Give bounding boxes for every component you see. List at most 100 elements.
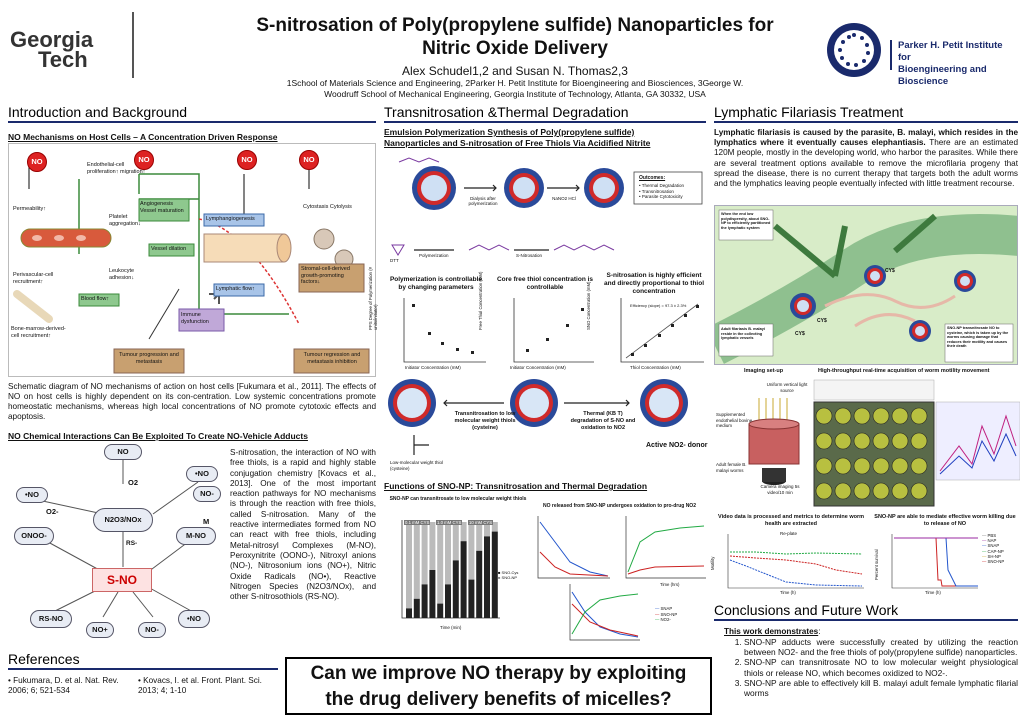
label-tumour-progression: Tumour progression and metastasis <box>119 352 179 365</box>
surv-legend-snonp: SNO-NP <box>987 559 1005 565</box>
plate-well <box>872 457 890 475</box>
illus-note-1: When the end low polydispersity, about S… <box>721 212 771 230</box>
synthesis-plots-svg <box>403 298 704 363</box>
label-cytostasis: Cytostasis Cytolysis <box>303 204 352 210</box>
bar-group-2: 1.0 mM CYS <box>436 520 463 525</box>
poster-title: S-nitrosation of Poly(propylene sulfide)… <box>200 14 830 60</box>
chem-node-no-rad-left: •NO <box>16 487 48 503</box>
bar-segment-np <box>476 522 483 551</box>
bar-segment-cys <box>452 560 459 618</box>
line-xlabel: Time (hrs) <box>660 582 680 587</box>
refs-heading: References <box>8 651 278 670</box>
petit-divider <box>890 40 892 70</box>
affiliations: 1School of Materials Science and Enginee… <box>200 78 830 100</box>
petit-institute-logo: Parker H. Petit Institute for Bioenginee… <box>822 20 1017 87</box>
bar-segment-cys <box>421 584 428 618</box>
bar-segment-np <box>460 522 467 542</box>
trans-subheading-1: Emulsion Polymerization Synthesis of Pol… <box>384 127 635 137</box>
concl-subheading: This work demonstrates <box>724 627 819 636</box>
cys-label-2: CY$ <box>817 318 827 324</box>
plate-well <box>891 482 909 500</box>
imaging-label-medium: Supplemented endothelial bovine medium <box>716 412 753 428</box>
bar-segment-cys <box>460 541 467 618</box>
thermal-label: Thermal (KB T) degradation of S-NO and o… <box>570 411 636 431</box>
bar-legend-1: SNO-Cys <box>501 570 519 575</box>
surv-legend-snap: SNAP <box>987 543 1000 549</box>
logo-divider <box>132 12 134 78</box>
chem-heading: NO Chemical Interactions Can Be Exploite… <box>8 431 308 441</box>
label-lymphatic-flow: Lymphatic flow↑ <box>216 286 255 292</box>
label-stromal: Stromal-cell-derived growth-promoting fa… <box>301 266 350 285</box>
no-mechanism-diagram: NO NO NO NO Endothelial-cell proliferati… <box>8 143 376 377</box>
bar-segment-cys <box>437 603 444 618</box>
chem-node-no-minus-top: NO- <box>193 486 221 502</box>
plate-well <box>891 432 909 450</box>
lymph-intro: Lymphatic filariasis is caused by the pa… <box>714 128 1018 189</box>
scheme-snitrosation: S-Nitrosation <box>516 253 543 258</box>
kill-caption: SNO-NP are able to mediate effective wor… <box>874 514 1016 527</box>
plate-well <box>834 432 852 450</box>
surv-legend-pbs: PBS <box>987 533 997 538</box>
chem-node-no-top: NO <box>104 444 142 460</box>
plate-well <box>891 407 909 425</box>
plot3-ylabel: SNO Concentration (mM) <box>586 281 591 330</box>
bar-segment-np <box>406 522 412 609</box>
plate-well <box>815 482 833 500</box>
ref-text-2: Kovacs, I. et al. Front. Plant. Sci. 201… <box>138 676 262 695</box>
chem-node-sno: S-NO <box>92 568 152 592</box>
plot3-caption: S-nitrosation is highly efficient and di… <box>603 272 705 295</box>
label-leukocyte: Leukocyte adhesion↓ <box>109 268 135 281</box>
outcomes-title: Outcomes: <box>639 175 666 181</box>
worm-plot1-ylabel: Motility <box>710 556 715 570</box>
efficiency-note: Efficiency (slope) = 97.3 ± 2.3% <box>630 303 687 308</box>
label-lymphangiogenesis: Lymphangiogenesis <box>206 216 255 222</box>
label-bone-marrow: Bone-marrow-derived-cell recruitment↑ <box>11 326 66 339</box>
concl-list: SNO-NP adducts were successfully created… <box>714 637 1018 698</box>
petit-text: Parker H. Petit Institute for Bioenginee… <box>898 40 1017 88</box>
imaging-label-worms: Adult female B. malayi worms <box>716 462 747 473</box>
concl-item-1: SNO-NP adducts were successfully created… <box>744 637 1018 657</box>
bar-xlabel: Time (min) <box>440 625 462 630</box>
imaging-label-camera: Camera imaging 5s video/10 min <box>760 484 800 495</box>
bar-segment-cys <box>406 608 412 618</box>
no-node-4: NO <box>299 150 319 170</box>
scheme-dialysis: Dialysis after polymerization <box>468 196 498 206</box>
scheme-dtt: DTT <box>390 258 399 263</box>
label-permeability: Permeability↑ <box>13 206 47 212</box>
chem-label-o2-minus: O2- <box>46 507 59 516</box>
plate-well <box>891 457 909 475</box>
chem-node-rs-no: RS-NO <box>30 610 72 628</box>
chem-node-n2o3: N2O3/NOx <box>93 508 153 532</box>
bar-segment-cys <box>413 598 420 618</box>
affil-line1: 1School of Materials Science and Enginee… <box>286 78 744 88</box>
plate-well <box>834 407 852 425</box>
label-perivascular: Perivascular-cell recruitment↑ <box>13 272 54 285</box>
no-node-3: NO <box>237 150 257 170</box>
imaging-label-light: Uniform vertical light source <box>766 382 808 393</box>
plate-well <box>853 482 871 500</box>
chem-label-m: M <box>203 517 210 526</box>
lymphatic-illustration: When the end low polydispersity, about S… <box>714 205 1018 365</box>
petit-seal-icon <box>827 23 881 77</box>
intro-subheading: NO Mechanisms on Host Cells – A Concentr… <box>8 132 278 142</box>
bar-segment-cys <box>468 579 475 618</box>
label-vessel-dilation: Vessel dilation <box>151 246 187 252</box>
intro-heading: Introduction and Background <box>8 104 376 123</box>
worm-plot1-xlabel: Time (h) <box>780 590 796 595</box>
chem-node-no-plus: NO+ <box>86 622 114 638</box>
trans-heading: Transnitrosation &Thermal Degradation <box>384 104 706 123</box>
trans-label: Transnitrosation to low molecular weight… <box>454 411 516 431</box>
cys-label-3: CY$ <box>795 331 805 337</box>
imaging-setup-svg <box>748 379 1020 507</box>
title-line1: S-nitrosation of Poly(propylene sulfide)… <box>256 15 774 36</box>
imaging-title: Imaging set-up <box>744 368 784 374</box>
authors: Alex Schudel1,2 and Susan N. Thomas2,3 <box>402 64 628 78</box>
video-caption: Video data is processed and metrics to d… <box>718 514 864 527</box>
ref-item-1: • Fukumara, D. et al. Nat. Rev. 2006; 6;… <box>8 676 119 695</box>
lymph-intro-bold: Lymphatic filariasis is caused by the pa… <box>714 128 1018 148</box>
no-mechanism-svg <box>13 164 370 374</box>
func-caption-2: NO released from SNO-NP undergoes oxidat… <box>543 503 696 509</box>
bar-segment-np <box>445 522 451 585</box>
bar-segment-cys <box>476 550 483 618</box>
plate-well <box>853 457 871 475</box>
